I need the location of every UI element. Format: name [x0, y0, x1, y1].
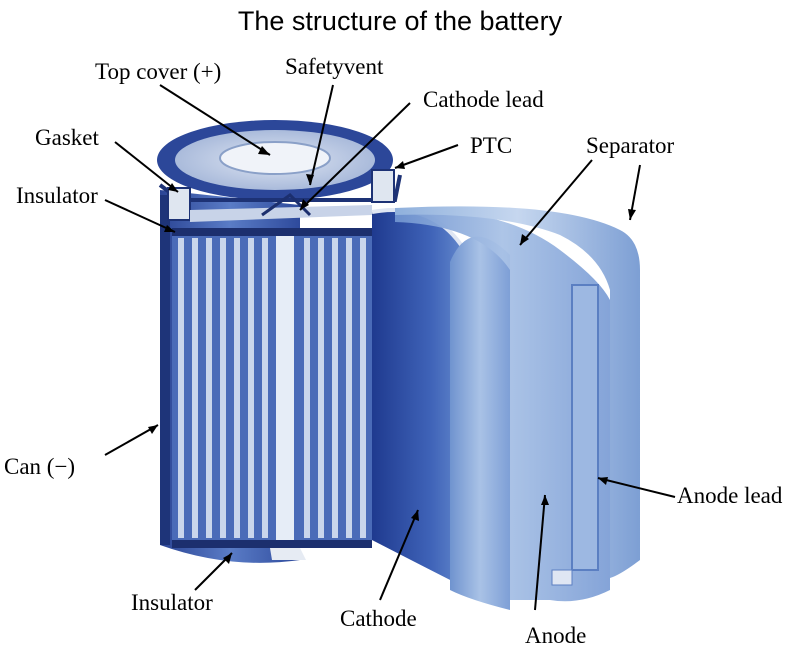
top-cap: [157, 120, 402, 222]
label-anode-lead: Anode lead: [677, 483, 783, 508]
label-gasket: Gasket: [35, 125, 99, 150]
label-anode: Anode: [525, 623, 587, 648]
anode-lead-strip: [571, 284, 599, 571]
label-ptc: PTC: [470, 133, 513, 158]
cathode-sheet: [372, 210, 470, 590]
label-insulator-top: Insulator: [16, 183, 98, 208]
label-cathode-lead: Cathode lead: [423, 87, 544, 112]
anode-sheet: [395, 209, 610, 602]
label-separator: Separator: [586, 133, 675, 158]
electrode-roll-cross-section: [172, 228, 372, 560]
label-cathode: Cathode: [340, 606, 417, 631]
label-can: Can (−): [4, 454, 76, 479]
diagram-title: The structure of the battery: [237, 6, 563, 36]
label-top-cover: Top cover (+): [95, 59, 222, 84]
inner-separator-sheet: [450, 236, 510, 610]
leader-arrowheads: [148, 146, 636, 564]
label-safety-vent: Safetyvent: [285, 54, 384, 79]
label-insulator-bottom: Insulator: [131, 590, 213, 615]
outer-separator-sheet: [395, 206, 640, 578]
